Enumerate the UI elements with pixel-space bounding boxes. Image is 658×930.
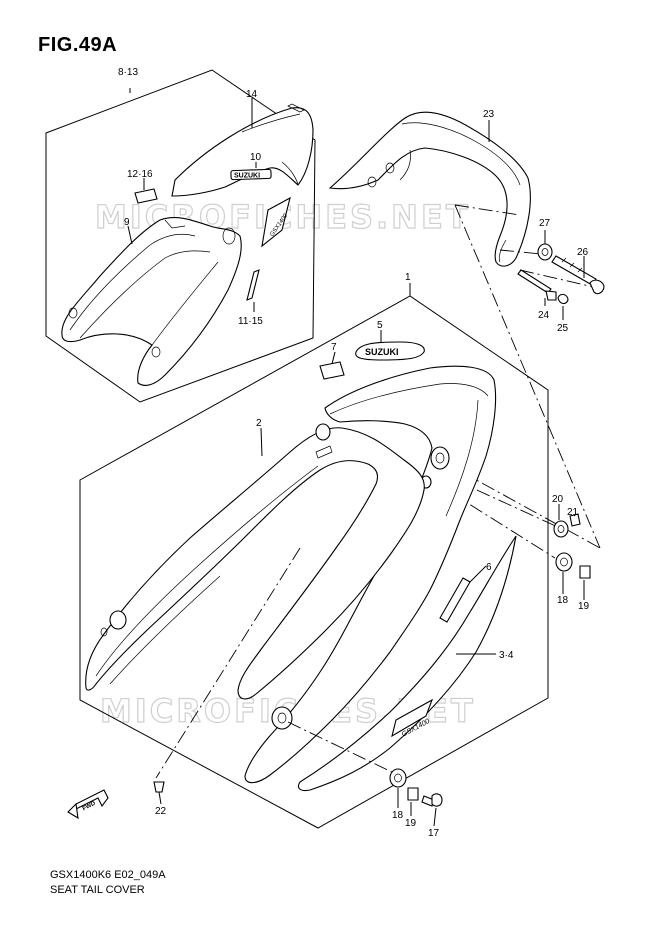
part-14-seat-cowl-cover: [171, 103, 314, 197]
part-24-rail-bolt-short: [517, 269, 557, 301]
part-19-collar-lower: [407, 787, 419, 801]
callout-labels: 8·13 14 10 12·16 9 11·15 23 27 26 24 25 …: [118, 67, 590, 839]
emblem-small-text: SUZUKI: [234, 173, 260, 180]
sub-assembly-box-seat-cowl: [45, 69, 316, 403]
callout-24: 24: [538, 310, 550, 321]
callout-11-15: 11·15: [238, 316, 263, 327]
callout-8-13: 8·13: [118, 67, 138, 78]
main-assembly-box: [79, 283, 549, 829]
callout-19-lower: 19: [405, 818, 417, 829]
callout-21: 21: [567, 507, 579, 518]
section-name: SEAT TAIL COVER: [50, 884, 145, 896]
callout-23: 23: [483, 109, 495, 120]
callout-12-16: 12·16: [127, 169, 153, 180]
part-27-rubber-washer: [537, 243, 553, 261]
callout-19-upper: 19: [578, 601, 590, 612]
part-23-grab-rail: [328, 111, 531, 267]
callout-25: 25: [557, 323, 569, 334]
callout-22: 22: [155, 806, 167, 817]
leader-lines: [127, 98, 585, 827]
part-17-screw: [421, 793, 443, 807]
callout-27: 27: [539, 218, 551, 229]
emblem-large-text: SUZUKI: [365, 347, 399, 357]
part-19-collar-upper: [579, 565, 591, 579]
figure-title: FIG.49A: [38, 34, 118, 56]
part-11-15-trim-strip: [246, 269, 260, 301]
callout-14: 14: [246, 89, 258, 100]
callout-26: 26: [577, 247, 589, 258]
part-25-cap: [557, 293, 569, 305]
callout-1: 1: [405, 272, 411, 283]
callout-17: 17: [428, 828, 440, 839]
callout-5: 5: [377, 320, 383, 331]
part-18-grommet-upper: [555, 552, 573, 572]
callout-7: 7: [331, 342, 337, 353]
part-26-rail-bolt: [551, 255, 605, 295]
callout-9: 9: [124, 217, 130, 228]
part-18-grommet-lower: [389, 768, 407, 788]
callout-3-4: 3·4: [499, 650, 514, 661]
part-7-label-plate: [319, 361, 345, 380]
part-20-grommet: [553, 520, 569, 538]
part-12-16-label-plate: [134, 188, 158, 204]
callout-20: 20: [552, 494, 564, 505]
callout-2: 2: [256, 418, 262, 429]
forward-direction-arrow-icon: FWD: [67, 789, 109, 820]
callout-10: 10: [250, 152, 262, 163]
part-6-stripe-label: [439, 577, 471, 623]
callout-18-upper: 18: [557, 595, 569, 606]
part-10-suzuki-emblem: SUZUKI: [230, 168, 272, 181]
callout-18-lower: 18: [392, 810, 404, 821]
part-22-clip: [153, 781, 165, 793]
part-2-inner-cover: [85, 423, 425, 700]
part-5-suzuki-emblem-large: SUZUKI: [355, 341, 425, 361]
model-code: GSX1400K6 E02_049A: [50, 869, 166, 881]
callout-6: 6: [486, 562, 492, 573]
